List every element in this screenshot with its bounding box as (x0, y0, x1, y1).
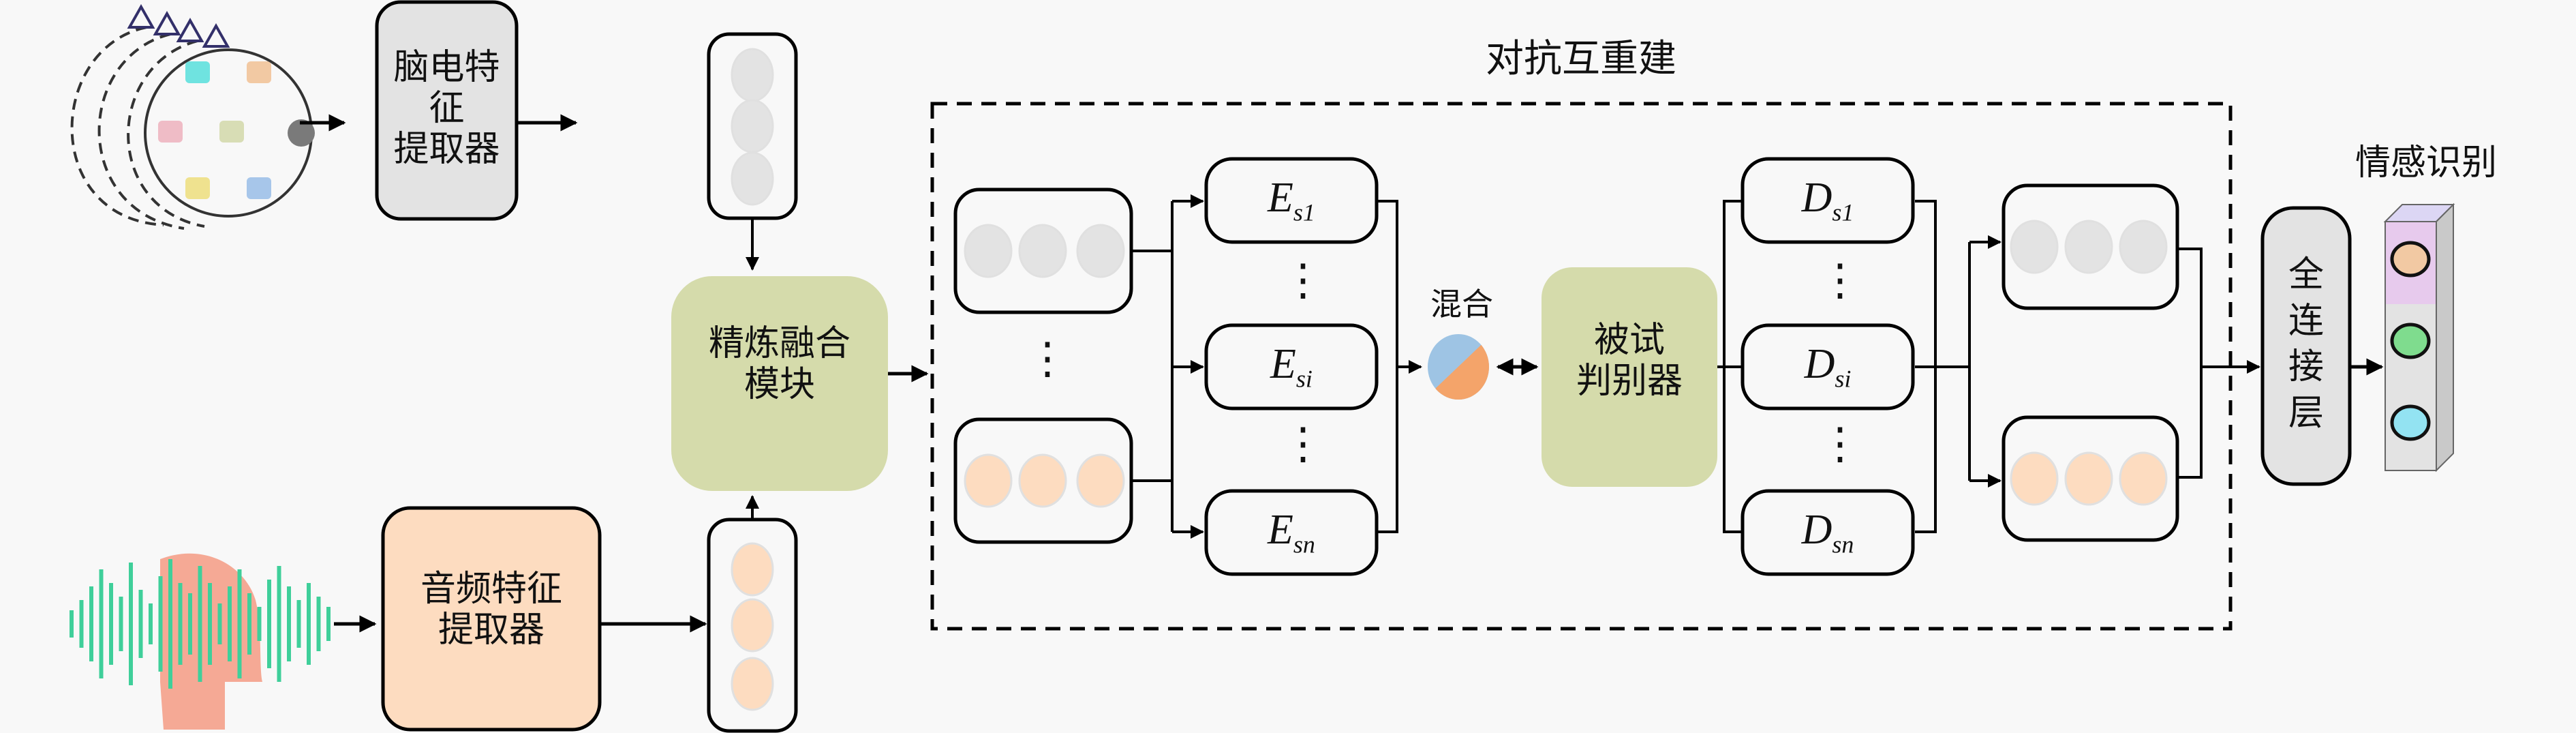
decoder-block-s1 (1741, 157, 1915, 244)
emotion-class-node (2390, 241, 2431, 278)
decoder-connectors (1717, 200, 2260, 533)
discriminator-label: 被试 判别器 (1576, 320, 1683, 402)
electrode-marker-icon (176, 17, 204, 42)
emotion-output-vector (2383, 203, 2455, 473)
electrode-marker-icon (153, 10, 181, 35)
electrode-marker-icon (202, 23, 230, 48)
mix-label: 混合 (1430, 286, 1493, 323)
fc-layer-label: 全 连 接 层 (2288, 254, 2324, 434)
fusion-label: 精炼融合 模块 (708, 323, 850, 405)
eeg-feature-extractor (375, 0, 519, 221)
electrode-marker-icon (127, 3, 155, 29)
ellipsis-separator: ⋮ (1026, 333, 1069, 384)
feature-node (2119, 220, 2168, 274)
audio-feature-extractor (381, 506, 602, 732)
decoder-block-si (1741, 323, 1915, 410)
encoder-label-si: Esi (1270, 341, 1313, 393)
audio-head-icon (70, 553, 331, 730)
feature-node (964, 453, 1013, 508)
decoder-block-sn (1741, 489, 1915, 576)
feature-node (731, 598, 774, 653)
electrode-dot (185, 61, 210, 83)
fully-connected-layer (2260, 206, 2352, 486)
reconstruction-title: 对抗互重建 (1486, 37, 1676, 81)
eeg-extractor-label: 脑电特征 提取器 (393, 47, 500, 170)
ellipsis-separator: ⋮ (1818, 255, 1862, 305)
feature-node (731, 542, 774, 597)
feature-node (1076, 453, 1125, 508)
emotion-class-node (2390, 404, 2431, 441)
decoder-label-si: Dsi (1804, 341, 1852, 393)
ellipsis-separator: ⋮ (1818, 419, 1862, 469)
encoder-label-s1: Es1 (1268, 175, 1315, 226)
electrode-dot (288, 119, 315, 147)
feature-node (2010, 451, 2059, 506)
feature-node (1018, 453, 1067, 508)
feature-node (2119, 451, 2168, 506)
feature-node (731, 151, 774, 206)
electrode-dot (247, 61, 271, 83)
electrode-dot (247, 177, 271, 199)
decoder-label-sn: Dsn (1801, 507, 1854, 558)
encoder-block-sn (1204, 489, 1379, 576)
subject-discriminator (1542, 267, 1717, 487)
encoder-connectors (1131, 194, 1422, 539)
feature-node (2064, 451, 2113, 506)
ellipsis-separator: ⋮ (1281, 419, 1325, 469)
feature-node (1018, 224, 1067, 278)
electrode-dot (158, 121, 183, 143)
encoder-label-sn: Esn (1268, 507, 1315, 558)
electrode-dot (185, 177, 210, 199)
output-label: 情感识别 (2355, 143, 2497, 183)
feature-node (731, 657, 774, 711)
feature-node (2064, 220, 2113, 274)
feature-node (2010, 220, 2059, 274)
feature-node (1076, 224, 1125, 278)
encoder-block-si (1204, 323, 1379, 410)
ellipsis-separator: ⋮ (1281, 255, 1325, 305)
feature-node (731, 99, 774, 153)
encoder-block-s1 (1204, 157, 1379, 244)
feature-node (731, 48, 774, 102)
electrode-dot (219, 121, 244, 143)
eeg-head-icon (70, 3, 315, 230)
mix-indicator-icon (1428, 334, 1489, 400)
decoder-label-s1: Ds1 (1801, 175, 1854, 226)
emotion-class-node (2390, 323, 2431, 359)
feature-node (964, 224, 1013, 278)
refined-fusion-module (671, 276, 888, 491)
audio-extractor-label: 音频特征 提取器 (420, 569, 562, 650)
